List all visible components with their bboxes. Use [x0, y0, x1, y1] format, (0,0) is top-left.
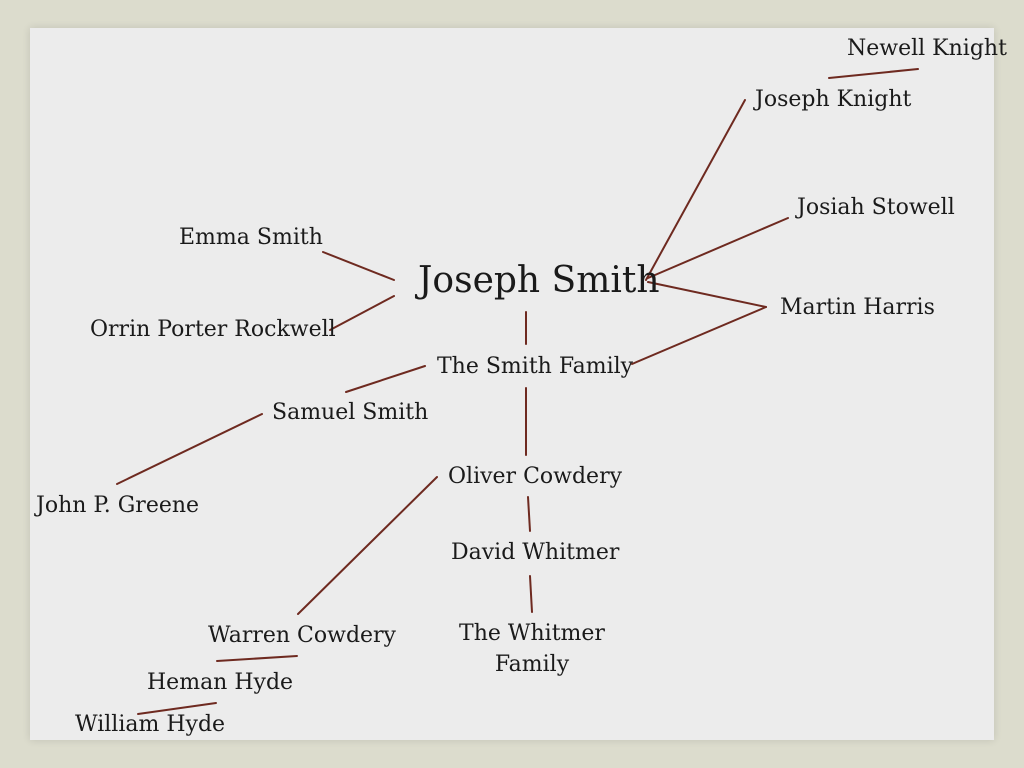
node-emma-smith: Emma Smith: [179, 225, 323, 250]
node-oliver-cowdery: Oliver Cowdery: [448, 464, 623, 489]
link-orrin-porter-rockwell: [329, 295, 395, 331]
link-emma-smith: [322, 251, 395, 281]
node-william-hyde: William Hyde: [75, 712, 226, 737]
node-joseph-smith: Joseph Smith: [418, 260, 660, 301]
node-warren-cowdery: Warren Cowdery: [208, 623, 396, 648]
link-samuel-smith-john-greene: [116, 413, 263, 485]
node-samuel-smith: Samuel Smith: [272, 400, 429, 425]
node-whitmer-family: The Whitmer Family: [459, 621, 605, 677]
link-warren-cowdery-heman-hyde: [216, 655, 298, 662]
node-smith-family: The Smith Family: [437, 354, 634, 379]
node-newell-knight: Newell Knight: [847, 36, 1007, 61]
slide-background: [30, 28, 994, 740]
node-david-whitmer: David Whitmer: [451, 540, 620, 565]
link-smith-family-samuel-smith: [345, 365, 426, 393]
link-oliver-cowdery-warren-cowdery: [297, 476, 438, 615]
link-joseph-smith-martin-harris: [647, 281, 767, 308]
node-joseph-knight: Joseph Knight: [755, 87, 912, 112]
link-martin-harris-smith-family: [631, 306, 767, 365]
link-joseph-smith-josiah-stowell: [647, 217, 789, 279]
node-orrin-porter-rockwell: Orrin Porter Rockwell: [90, 317, 336, 342]
link-joseph-smith-joseph-knight: [645, 99, 746, 281]
link-heman-hyde-william-hyde: [137, 702, 217, 715]
node-josiah-stowell: Josiah Stowell: [797, 195, 955, 220]
node-heman-hyde: Heman Hyde: [147, 670, 294, 695]
link-newell-joseph-knight: [828, 68, 919, 79]
node-john-greene: John P. Greene: [36, 493, 200, 518]
link-david-whitmer-whitmer-family: [529, 575, 533, 613]
link-oliver-cowdery-david-whitmer: [527, 496, 531, 532]
node-martin-harris: Martin Harris: [780, 295, 935, 320]
